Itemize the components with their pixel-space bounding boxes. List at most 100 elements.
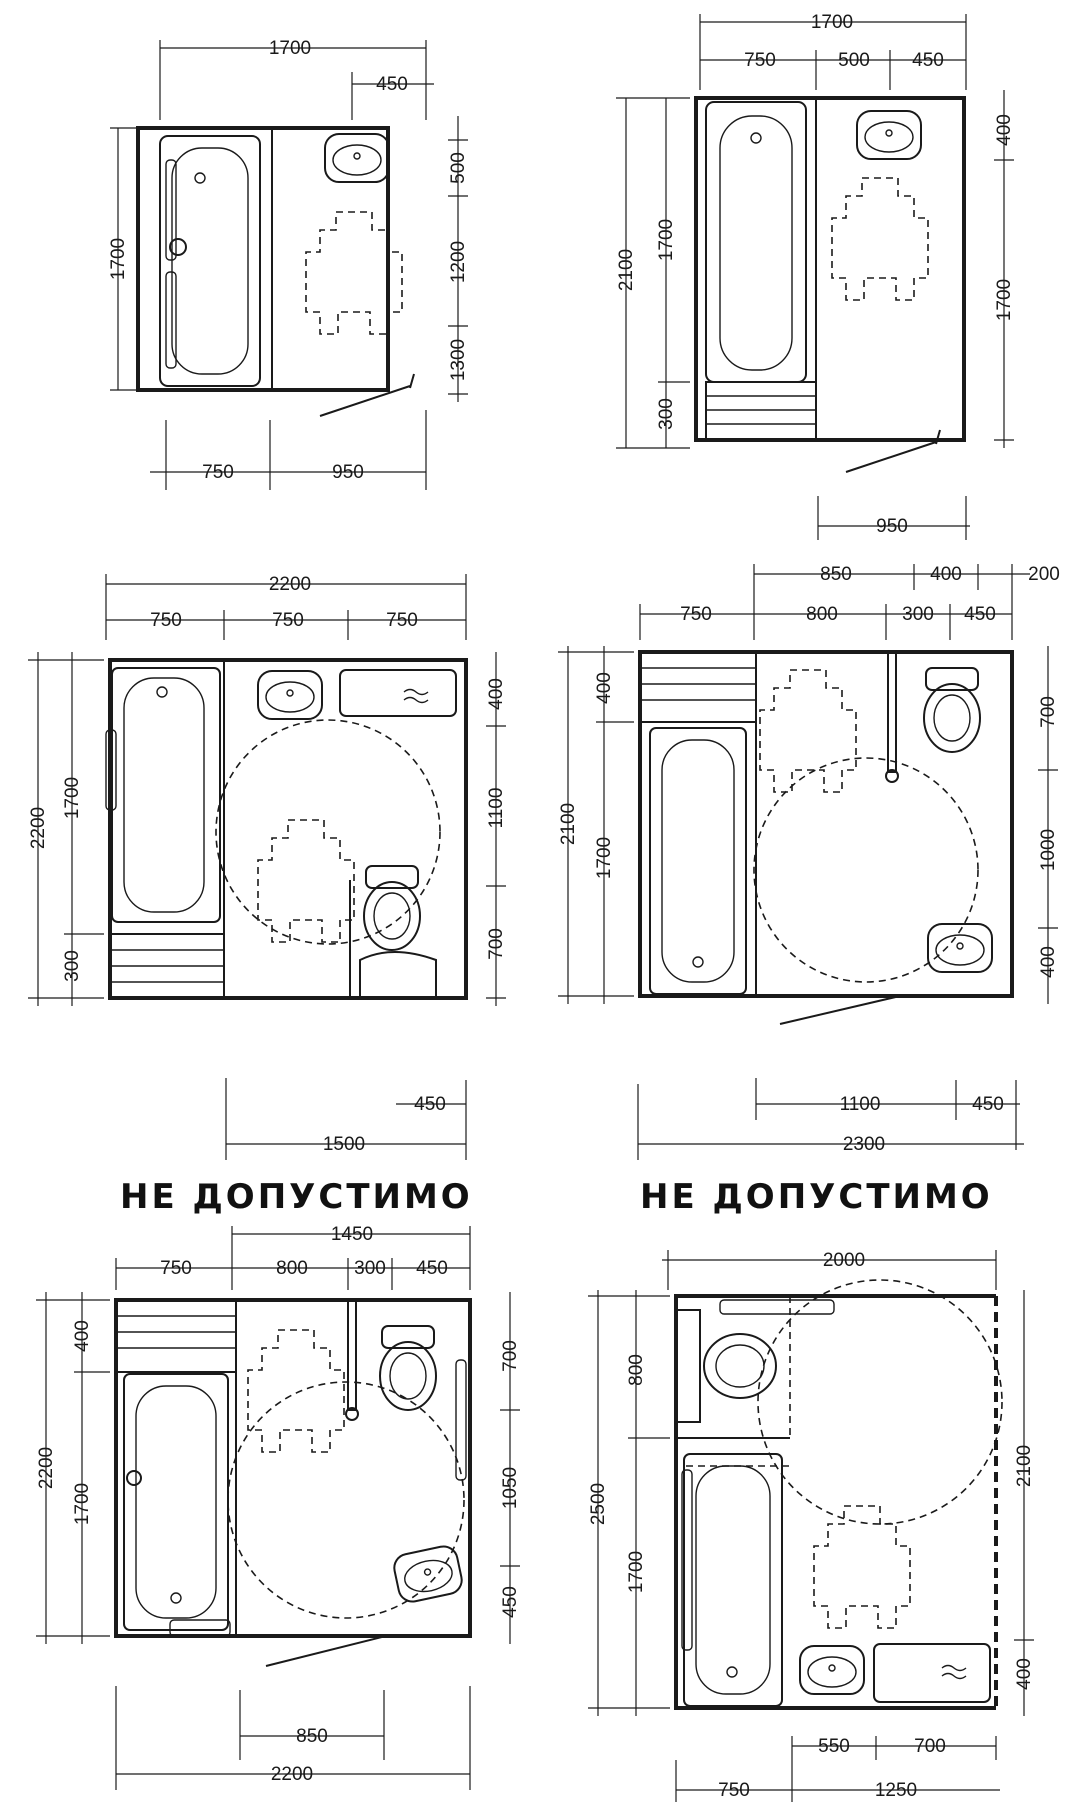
dim-label: 500 <box>448 152 469 184</box>
dim-label: 750 <box>272 610 304 631</box>
bathtub-icon <box>649 727 747 995</box>
dim-label: 1200 <box>448 241 469 283</box>
not-allowed-label-right: НЕ ДОПУСТИМО <box>640 1177 993 1217</box>
sink-icon <box>324 133 390 183</box>
wheelchair-space-icon <box>247 1329 345 1453</box>
dim-label: 1300 <box>448 339 469 381</box>
grab-bar-icon <box>105 729 117 811</box>
plan-5-dimensions <box>36 1226 520 1790</box>
dim-label: 300 <box>354 1258 386 1279</box>
sink-icon <box>390 1542 466 1606</box>
turning-circle <box>227 1381 465 1619</box>
dim-label: 750 <box>160 1258 192 1279</box>
bathtub-icon <box>159 135 261 387</box>
plan-4-dimensions <box>558 564 1058 1160</box>
dim-label: 700 <box>914 1736 946 1757</box>
plan-6-dimensions <box>588 1250 1034 1802</box>
dim-label: 1700 <box>994 279 1015 321</box>
dim-label: 700 <box>500 1340 521 1372</box>
dim-label: 1700 <box>656 219 677 261</box>
plan-3-dimensions <box>28 574 506 1160</box>
plan-3: 2200 750 750 750 2200 1700 300 400 1100 … <box>28 574 507 1160</box>
dim-label: 700 <box>1038 696 1059 728</box>
bath-seat-icon <box>109 933 225 999</box>
dim-label: 750 <box>744 50 776 71</box>
bathtub-icon <box>705 101 807 383</box>
wheelchair-space-icon <box>257 819 355 943</box>
plan-5: 1450 750 800 300 450 2200 400 1700 700 1… <box>36 1224 521 1790</box>
dim-label: 2200 <box>269 574 311 595</box>
bath-seat-icon <box>639 651 757 723</box>
bath-seat-icon <box>705 381 817 441</box>
dim-label: 500 <box>838 50 870 71</box>
toilet-icon <box>363 865 421 951</box>
dim-label: 750 <box>202 462 234 483</box>
door-swing-line <box>845 441 937 473</box>
dim-label: 400 <box>594 672 615 704</box>
plan-4: 850 400 200 750 800 300 450 2100 400 170… <box>558 564 1060 1160</box>
dim-label: 1700 <box>626 1551 647 1593</box>
dim-label: 2200 <box>28 807 49 849</box>
plan-2: 1700 750 500 450 2100 1700 300 400 1700 … <box>616 12 1015 540</box>
plan-1-dimensions <box>110 40 468 490</box>
dim-label: 2100 <box>1014 1445 1035 1487</box>
wheelchair-space-icon <box>831 177 929 301</box>
dim-label: 1250 <box>875 1780 917 1801</box>
dim-label: 450 <box>414 1094 446 1115</box>
dim-label: 800 <box>806 604 838 625</box>
dim-label: 450 <box>912 50 944 71</box>
dim-label: 450 <box>964 604 996 625</box>
door-swing-line <box>319 385 411 417</box>
dim-label: 550 <box>818 1736 850 1757</box>
plan-6: 2000 2500 800 1700 2100 400 550 700 750 … <box>588 1250 1035 1802</box>
sink-icon <box>856 110 922 160</box>
dim-label: 2200 <box>271 1764 313 1785</box>
dim-label: 800 <box>276 1258 308 1279</box>
dim-label: 850 <box>296 1726 328 1747</box>
dim-label: 400 <box>1014 1658 1035 1690</box>
dim-label: 400 <box>486 678 507 710</box>
dim-label: 300 <box>902 604 934 625</box>
bathtub-icon <box>111 667 221 923</box>
turning-circle <box>215 719 441 945</box>
plan-2-walls <box>694 96 966 442</box>
dim-label: 950 <box>332 462 364 483</box>
plan-1-walls <box>136 126 390 392</box>
plan-2-dimensions <box>616 14 1014 540</box>
door-swing-line <box>265 1635 387 1667</box>
grab-bar-icon <box>165 271 177 369</box>
dim-label: 450 <box>376 74 408 95</box>
dim-label: 1700 <box>811 12 853 33</box>
grab-bar-icon <box>455 1359 467 1481</box>
washing-machine-icon <box>873 1643 991 1703</box>
wheelchair-space-icon <box>813 1505 911 1629</box>
dim-label: 1000 <box>1038 829 1059 871</box>
dim-label: 2100 <box>616 249 637 291</box>
dim-label: 1700 <box>62 777 83 819</box>
sink-icon <box>799 1645 865 1695</box>
turning-circle <box>753 757 979 983</box>
dim-label: 1100 <box>486 788 507 829</box>
dim-label: 400 <box>994 114 1015 146</box>
dim-label: 300 <box>62 950 83 982</box>
grab-bar-icon <box>165 159 177 261</box>
dim-label: 2000 <box>823 1250 865 1271</box>
dim-label: 1700 <box>269 38 311 59</box>
dim-label: 800 <box>626 1354 647 1386</box>
plan-5-walls <box>114 1298 472 1638</box>
dim-label: 300 <box>656 398 677 430</box>
dim-label: 750 <box>718 1780 750 1801</box>
dim-label: 2100 <box>558 803 579 845</box>
dim-label: 2300 <box>843 1134 885 1155</box>
plan-4-walls <box>638 650 1014 998</box>
turning-circle <box>757 1279 1003 1525</box>
dim-label: 450 <box>500 1586 521 1618</box>
toilet-icon <box>379 1325 437 1411</box>
dim-label: 1700 <box>108 238 129 280</box>
dim-label: 400 <box>72 1320 93 1352</box>
dim-label: 450 <box>972 1094 1004 1115</box>
dim-label: 1500 <box>323 1134 365 1155</box>
dim-label: 750 <box>680 604 712 625</box>
dim-label: 400 <box>930 564 962 585</box>
dim-label: 2500 <box>588 1483 609 1525</box>
